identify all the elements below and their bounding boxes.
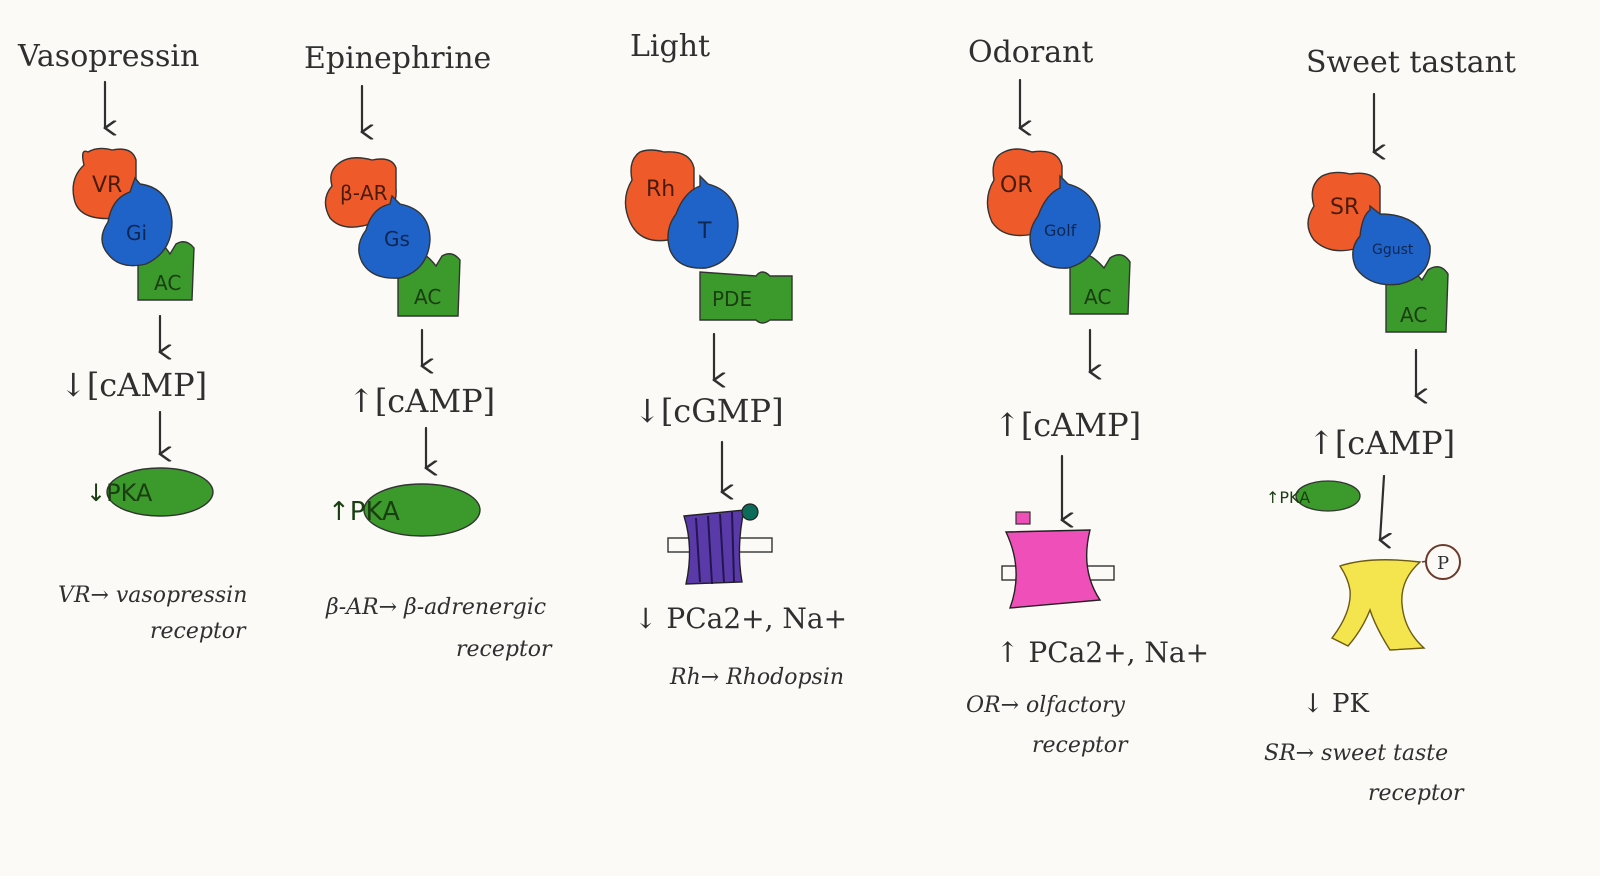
messenger-label: ↑[cAMP] (1308, 424, 1455, 462)
g-protein-shape (358, 194, 431, 279)
channel-shape (1004, 529, 1102, 609)
kinase-label: ↑PKA (1266, 488, 1310, 507)
pathway-light: Light Rh T PDE ↓[cGMP] ↓ PCa2+, Na+ Rh→ … (624, 29, 847, 690)
ligand-dot (741, 503, 759, 521)
pka-shape (1295, 480, 1361, 512)
note-line2: receptor (150, 619, 247, 644)
effector-label: AC (414, 285, 441, 309)
messenger-label: ↑[cAMP] (348, 382, 495, 420)
channel-effect: ↓ PK (1302, 689, 1370, 719)
g-protein-label: Golf (1044, 221, 1077, 240)
receptor-label: VR (92, 173, 122, 198)
g-protein-shape (101, 176, 173, 267)
stimulus-label: Odorant (968, 35, 1093, 70)
g-protein-label: Gs (384, 227, 410, 251)
stimulus-label: Vasopressin (17, 39, 199, 74)
receptor-complex: VR Gi AC (72, 147, 195, 301)
note-line1: Rh→ Rhodopsin (669, 665, 844, 690)
ion-channel (667, 503, 773, 585)
stimulus-label: Light (630, 29, 710, 64)
note-line1: VR→ vasopressin (58, 583, 247, 608)
note-line2: receptor (1032, 733, 1129, 758)
receptor-complex: Rh T PDE (624, 149, 793, 324)
note-line2: receptor (1368, 781, 1465, 806)
pathway-vasopressin: Vasopressin VR Gi AC ↓[cAMP] ↓PKA VR→ va… (17, 39, 247, 644)
receptor-label: Rh (646, 177, 675, 202)
pathway-odorant: Odorant OR Golf AC ↑[cAMP] ↑ PCa2+, Na+ … (966, 35, 1209, 758)
receptor-label: SR (1330, 195, 1359, 220)
g-protein-shape (1352, 204, 1431, 286)
receptor-label: β-AR (340, 181, 388, 205)
receptor-complex: SR Ggust AC (1307, 171, 1449, 333)
effector-label: AC (1400, 303, 1427, 327)
messenger-label: ↑[cAMP] (994, 406, 1141, 444)
pathway-sweet-tastant: Sweet tastant SR Ggust AC ↑[cAMP] ↑PKA P… (1264, 45, 1516, 806)
effector-label: AC (154, 271, 181, 295)
g-protein-shape (1029, 174, 1101, 269)
g-protein-label: T (697, 219, 712, 244)
ion-channel: P (1330, 544, 1461, 651)
phosphate-label: P (1437, 553, 1449, 574)
receptor-label: OR (1000, 173, 1033, 198)
note-line1: OR→ olfactory (966, 693, 1125, 718)
g-protein-shape (667, 174, 739, 269)
pathway-epinephrine: Epinephrine β-AR Gs AC ↑[cAMP] ↑PKA β-AR… (304, 41, 553, 662)
effector-label: AC (1084, 285, 1111, 309)
note-line1: SR→ sweet taste (1264, 741, 1448, 766)
kinase-label: ↑PKA (328, 497, 400, 527)
receptor-complex: OR Golf AC (986, 148, 1131, 315)
note-line2: receptor (456, 637, 553, 662)
stimulus-label: Epinephrine (304, 41, 491, 76)
channel-effect: ↑ PCa2+, Na+ (996, 636, 1209, 669)
g-protein-label: Ggust (1372, 242, 1414, 258)
effector-label: PDE (712, 287, 752, 311)
channel-stripes (695, 511, 735, 585)
stimulus-label: Sweet tastant (1306, 45, 1516, 80)
messenger-label: ↓[cAMP] (60, 366, 207, 404)
channel-cap (1015, 511, 1031, 525)
channel-shape (1330, 559, 1426, 651)
kinase-label: ↓PKA (86, 479, 153, 507)
messenger-label: ↓[cGMP] (634, 392, 784, 430)
receptor-complex: β-AR Gs AC (324, 157, 461, 317)
down-arrow-icon (1380, 474, 1384, 540)
phosphate-circle-icon (1425, 544, 1461, 580)
channel-effect: ↓ PCa2+, Na+ (634, 602, 847, 635)
ion-channel (1001, 511, 1115, 609)
pka-shape (363, 483, 481, 537)
effector-shape (699, 271, 793, 324)
channel-shape (683, 509, 745, 585)
note-line1: β-AR→ β-adrenergic (325, 595, 546, 620)
g-protein-label: Gi (126, 221, 147, 245)
pka-shape (106, 467, 214, 517)
